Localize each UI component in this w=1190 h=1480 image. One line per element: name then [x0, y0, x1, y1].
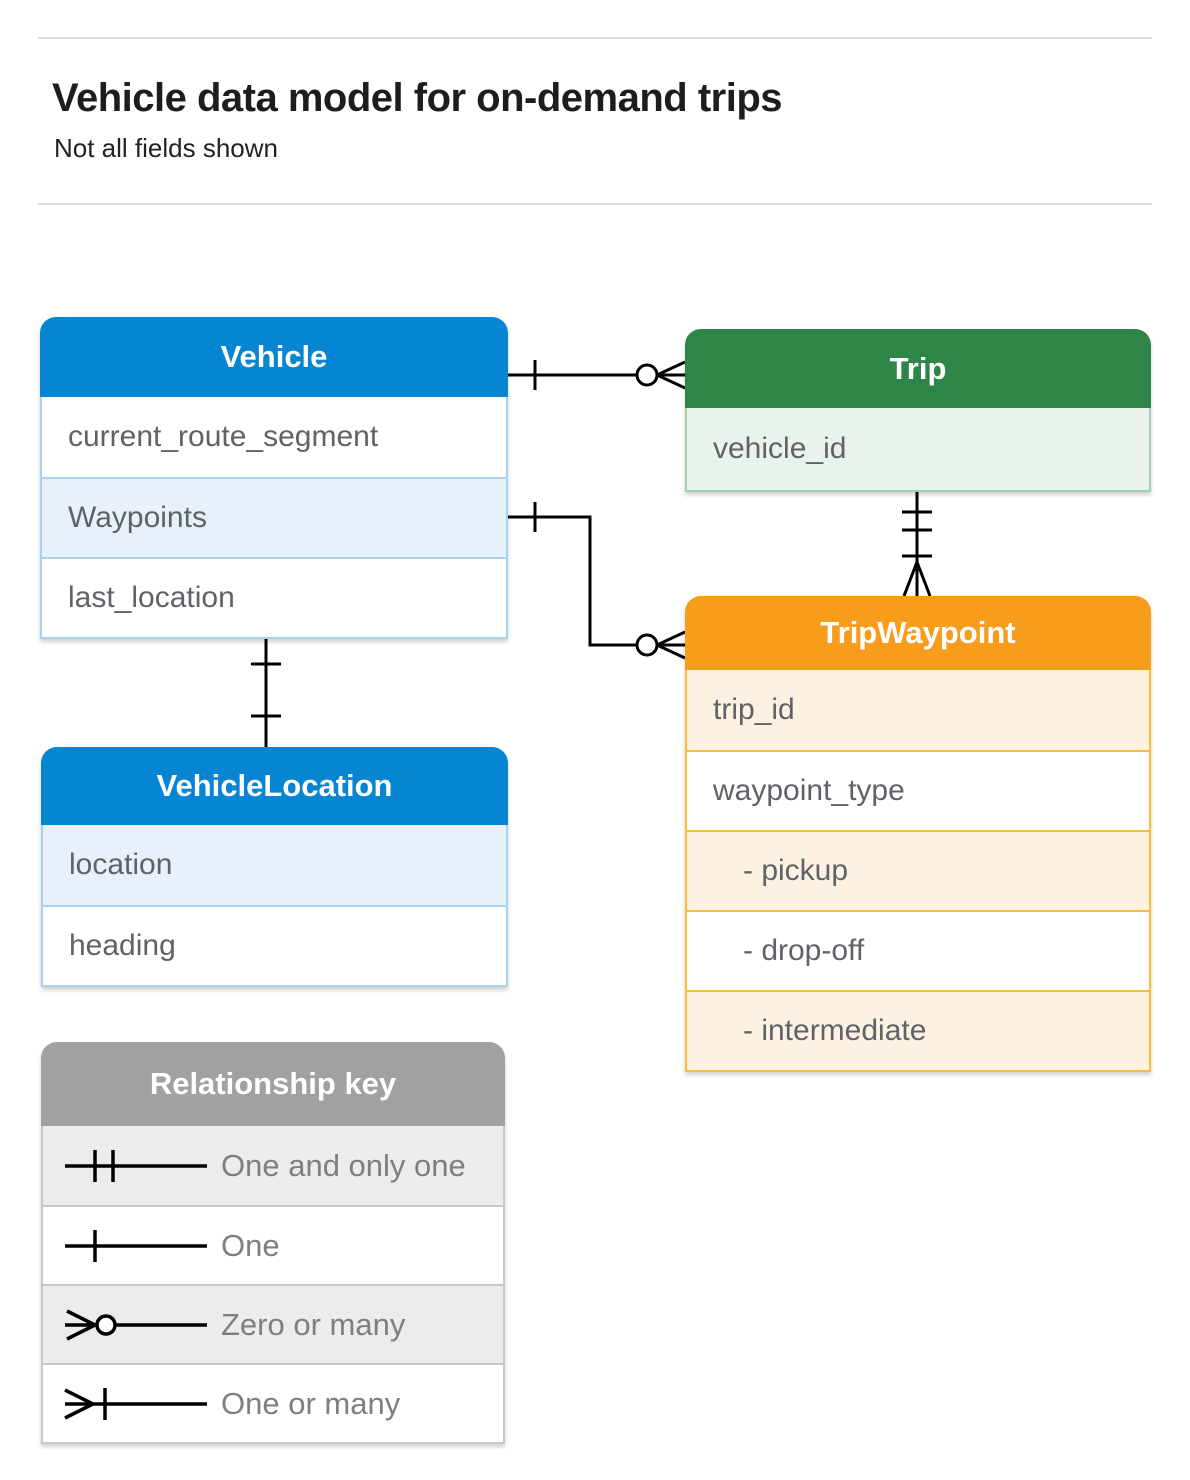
vehicle-table-title: Vehicle [40, 317, 508, 397]
connector-trip-tripwaypoint [902, 490, 932, 597]
legend-label: Zero or many [221, 1306, 406, 1342]
vehicle-table: Vehicle current_route_segment Waypoints … [40, 317, 508, 639]
row-intermediate: - intermediate [687, 990, 1149, 1070]
legend-label: One [221, 1227, 280, 1263]
row-current-route-segment: current_route_segment [42, 397, 506, 477]
vehicle-location-table-title: VehicleLocation [41, 747, 508, 825]
row-waypoints: Waypoints [42, 477, 506, 557]
header-divider [38, 203, 1152, 205]
connector-waypoints-tripwaypoint [508, 502, 686, 660]
row-waypoint-type: waypoint_type [687, 750, 1149, 830]
relationship-key: Relationship key One and only one One [41, 1042, 505, 1444]
legend-label: One or many [221, 1385, 401, 1421]
trip-table: Trip vehicle_id [685, 329, 1151, 492]
trip-table-title: Trip [685, 329, 1151, 408]
row-trip-id: trip_id [687, 670, 1149, 750]
one-and-only-one-icon [65, 1149, 207, 1182]
vehicle-location-table: VehicleLocation location heading [41, 747, 508, 987]
relationship-key-title: Relationship key [41, 1042, 505, 1126]
row-vehicle-id: vehicle_id [687, 408, 1149, 490]
row-pickup: - pickup [687, 830, 1149, 910]
page-subtitle: Not all fields shown [54, 133, 278, 163]
row-location: location [43, 825, 506, 905]
zero-or-many-icon [65, 1308, 207, 1341]
row-last-location: last_location [42, 557, 506, 637]
top-divider [38, 37, 1152, 39]
trip-waypoint-table-title: TripWaypoint [685, 596, 1151, 670]
row-drop-off: - drop-off [687, 910, 1149, 990]
one-icon [65, 1229, 207, 1262]
connector-vehicle-trip [508, 360, 686, 390]
legend-row-one-and-only-one: One and only one [43, 1126, 503, 1205]
trip-waypoint-table: TripWaypoint trip_id waypoint_type - pic… [685, 596, 1151, 1072]
page-title: Vehicle data model for on-demand trips [52, 76, 783, 120]
legend-row-one-or-many: One or many [43, 1363, 503, 1442]
one-or-many-icon [64, 1387, 207, 1420]
connector-vehicle-vehiclelocation [251, 637, 281, 747]
legend-row-zero-or-many: Zero or many [43, 1284, 503, 1363]
row-heading: heading [43, 905, 506, 985]
legend-label: One and only one [221, 1147, 466, 1183]
legend-row-one: One [43, 1205, 503, 1284]
